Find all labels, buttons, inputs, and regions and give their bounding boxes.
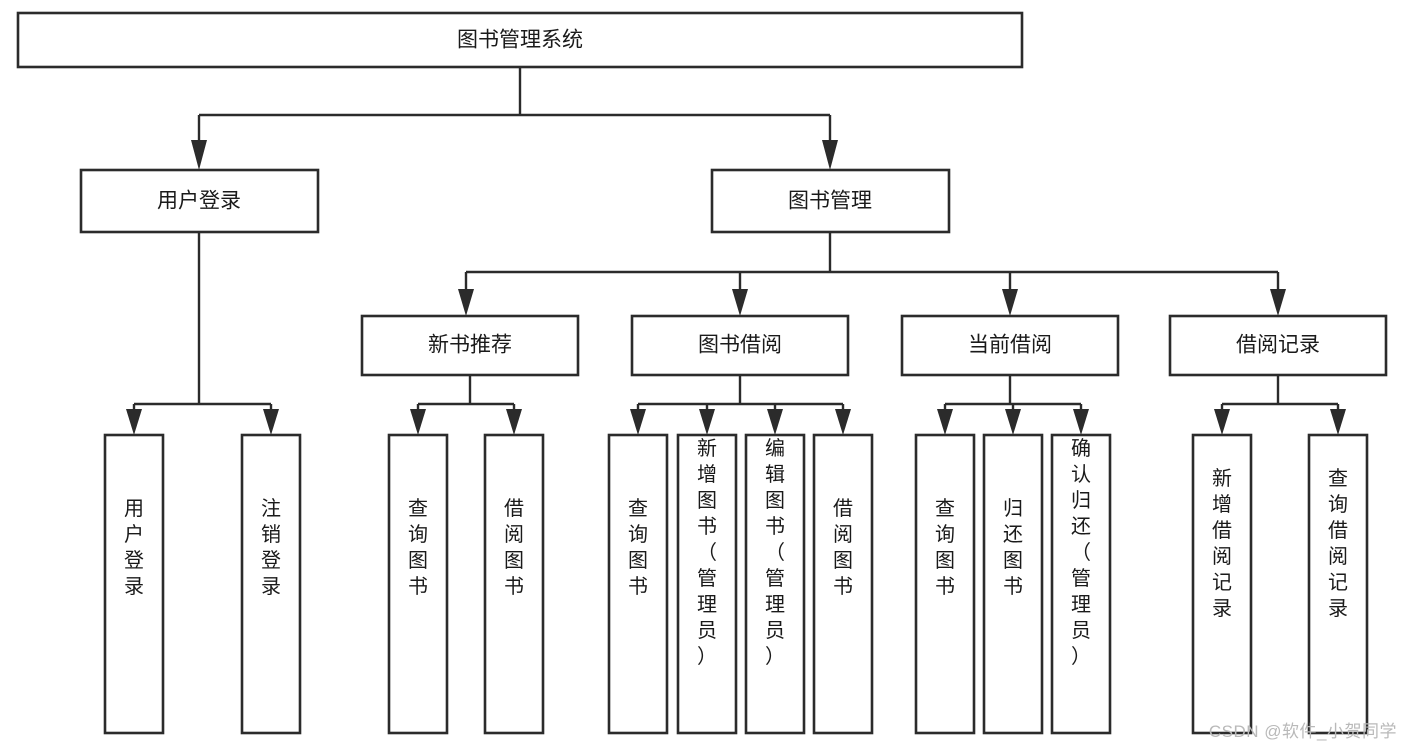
arrow-head-leaf-borrowrecords-1 (1330, 409, 1346, 435)
edges-newbook-to-leaves (410, 375, 522, 435)
node-root-box[interactable] (16, 11, 1024, 69)
leaf-node-bookborrow-add-book-box[interactable] (676, 433, 738, 735)
leaf-node-bookborrow-add-book-label: 新增图书（管理员） (697, 437, 717, 668)
arrow-head-leaf-userlogin-1 (263, 409, 279, 435)
arrow-head-leaf-currentborrow-1 (1005, 409, 1021, 435)
node-new-book-recommend-label: 新书推荐 (428, 334, 512, 357)
node-root-label: 图书管理系统 (457, 29, 583, 52)
leaf-node-query-borrow-record-box[interactable] (1307, 433, 1369, 735)
arrow-head-leaf-currentborrow-2 (1073, 409, 1089, 435)
leaf-node-currentborrow-confirm-return-label: 确认归还（管理员） (1071, 437, 1091, 668)
arrow-head-leaf-borrowrecords-0 (1214, 409, 1230, 435)
leaf-node-newbook-borrow-books-box[interactable] (483, 433, 545, 735)
edges-root-to-level2 (191, 67, 838, 170)
node-user-login-box[interactable] (79, 168, 320, 234)
leaf-node-newbook-query-books-label: 查询图书 (408, 497, 428, 598)
edges-currentborrow-to-leaves (937, 375, 1089, 435)
leaf-node-newbook-query-books[interactable]: 查询图书 (387, 433, 449, 735)
leaf-node-query-borrow-record-label: 查询借阅记录 (1328, 467, 1348, 620)
leaf-node-currentborrow-confirm-return[interactable]: 确认归还（管理员） (1050, 433, 1112, 735)
leaf-node-newbook-query-books-box[interactable] (387, 433, 449, 735)
leaf-node-currentborrow-query-books-box[interactable] (914, 433, 976, 735)
leaf-node-bookborrow-edit-book[interactable]: 编辑图书（管理员） (744, 433, 806, 735)
node-book-management-label: 图书管理 (788, 190, 872, 213)
leaf-node-bookborrow-query-books-box[interactable] (607, 433, 669, 735)
node-book-borrow-box[interactable] (630, 314, 850, 377)
arrow-head-current-borrow (1002, 289, 1018, 316)
edges-bookmgmt-to-level3 (458, 232, 1286, 316)
node-book-management-box[interactable] (710, 168, 951, 234)
node-user-login[interactable]: 用户登录 (79, 168, 320, 234)
leaf-node-newbook-borrow-books-label: 借阅图书 (504, 497, 524, 598)
node-current-borrow-label: 当前借阅 (968, 334, 1052, 357)
arrow-head-leaf-bookborrow-1 (699, 409, 715, 435)
leaf-node-bookborrow-query-books-label: 查询图书 (628, 497, 648, 598)
leaf-node-currentborrow-return-books-box[interactable] (982, 433, 1044, 735)
leaf-node-currentborrow-query-books[interactable]: 查询图书 (914, 433, 976, 735)
leaf-node-add-borrow-record-label: 新增借阅记录 (1212, 467, 1232, 620)
arrow-head-new-book (458, 289, 474, 316)
node-borrow-records-box[interactable] (1168, 314, 1388, 377)
node-book-borrow[interactable]: 图书借阅 (630, 314, 850, 377)
node-book-borrow-label: 图书借阅 (698, 334, 782, 357)
arrow-head-leaf-userlogin-0 (126, 409, 142, 435)
leaf-node-bookborrow-add-book[interactable]: 新增图书（管理员） (676, 433, 738, 735)
leaf-node-bookborrow-borrow-book[interactable]: 借阅图书 (812, 433, 874, 735)
leaf-node-currentborrow-return-books[interactable]: 归还图书 (982, 433, 1044, 735)
arrow-head-leaf-currentborrow-0 (937, 409, 953, 435)
leaf-node-user-login-label: 用户登录 (124, 498, 144, 598)
arrow-head-leaf-bookborrow-3 (835, 409, 851, 435)
node-new-book-recommend-box[interactable] (360, 314, 580, 377)
leaf-node-bookborrow-edit-book-label: 编辑图书（管理员） (765, 437, 785, 668)
leaf-node-add-borrow-record-box[interactable] (1191, 433, 1253, 735)
leaf-node-user-login-box[interactable] (103, 433, 165, 735)
leaf-node-user-login[interactable]: 用户登录 (103, 433, 165, 735)
node-current-borrow[interactable]: 当前借阅 (900, 314, 1120, 377)
node-borrow-records[interactable]: 借阅记录 (1168, 314, 1388, 377)
leaf-node-logout[interactable]: 注销登录 (240, 433, 302, 735)
arrow-head-user-login (191, 140, 207, 170)
arrow-head-book-mgmt (822, 140, 838, 170)
leaf-node-logout-label: 注销登录 (261, 497, 281, 598)
leaf-node-newbook-borrow-books[interactable]: 借阅图书 (483, 433, 545, 735)
leaf-node-query-borrow-record[interactable]: 查询借阅记录 (1307, 433, 1369, 735)
node-user-login-label: 用户登录 (157, 190, 241, 213)
node-current-borrow-box[interactable] (900, 314, 1120, 377)
leaf-node-bookborrow-borrow-book-box[interactable] (812, 433, 874, 735)
arrow-head-book-borrow (732, 289, 748, 316)
node-borrow-records-label: 借阅记录 (1236, 334, 1320, 357)
arrow-head-leaf-newbook-1 (506, 409, 522, 435)
leaf-node-bookborrow-edit-book-box[interactable] (744, 433, 806, 735)
leaf-node-add-borrow-record[interactable]: 新增借阅记录 (1191, 433, 1253, 735)
leaf-node-bookborrow-query-books[interactable]: 查询图书 (607, 433, 669, 735)
edges-bookborrow-to-leaves (630, 375, 851, 435)
leaf-node-currentborrow-query-books-label: 查询图书 (935, 497, 955, 598)
edges-borrowrecords-to-leaves (1214, 375, 1346, 435)
arrow-head-leaf-newbook-0 (410, 409, 426, 435)
node-new-book-recommend[interactable]: 新书推荐 (360, 314, 580, 377)
arrow-head-leaf-bookborrow-2 (767, 409, 783, 435)
leaf-node-currentborrow-return-books-label: 归还图书 (1003, 497, 1023, 598)
edges-userlogin-to-leaves (126, 232, 279, 435)
leaf-node-currentborrow-confirm-return-box[interactable] (1050, 433, 1112, 735)
node-book-management[interactable]: 图书管理 (710, 168, 951, 234)
arrow-head-leaf-bookborrow-0 (630, 409, 646, 435)
leaf-node-bookborrow-borrow-book-label: 借阅图书 (833, 497, 853, 598)
leaf-node-logout-box[interactable] (240, 433, 302, 735)
node-root-library-system[interactable]: 图书管理系统 (16, 11, 1024, 69)
arrow-head-borrow-records (1270, 289, 1286, 316)
